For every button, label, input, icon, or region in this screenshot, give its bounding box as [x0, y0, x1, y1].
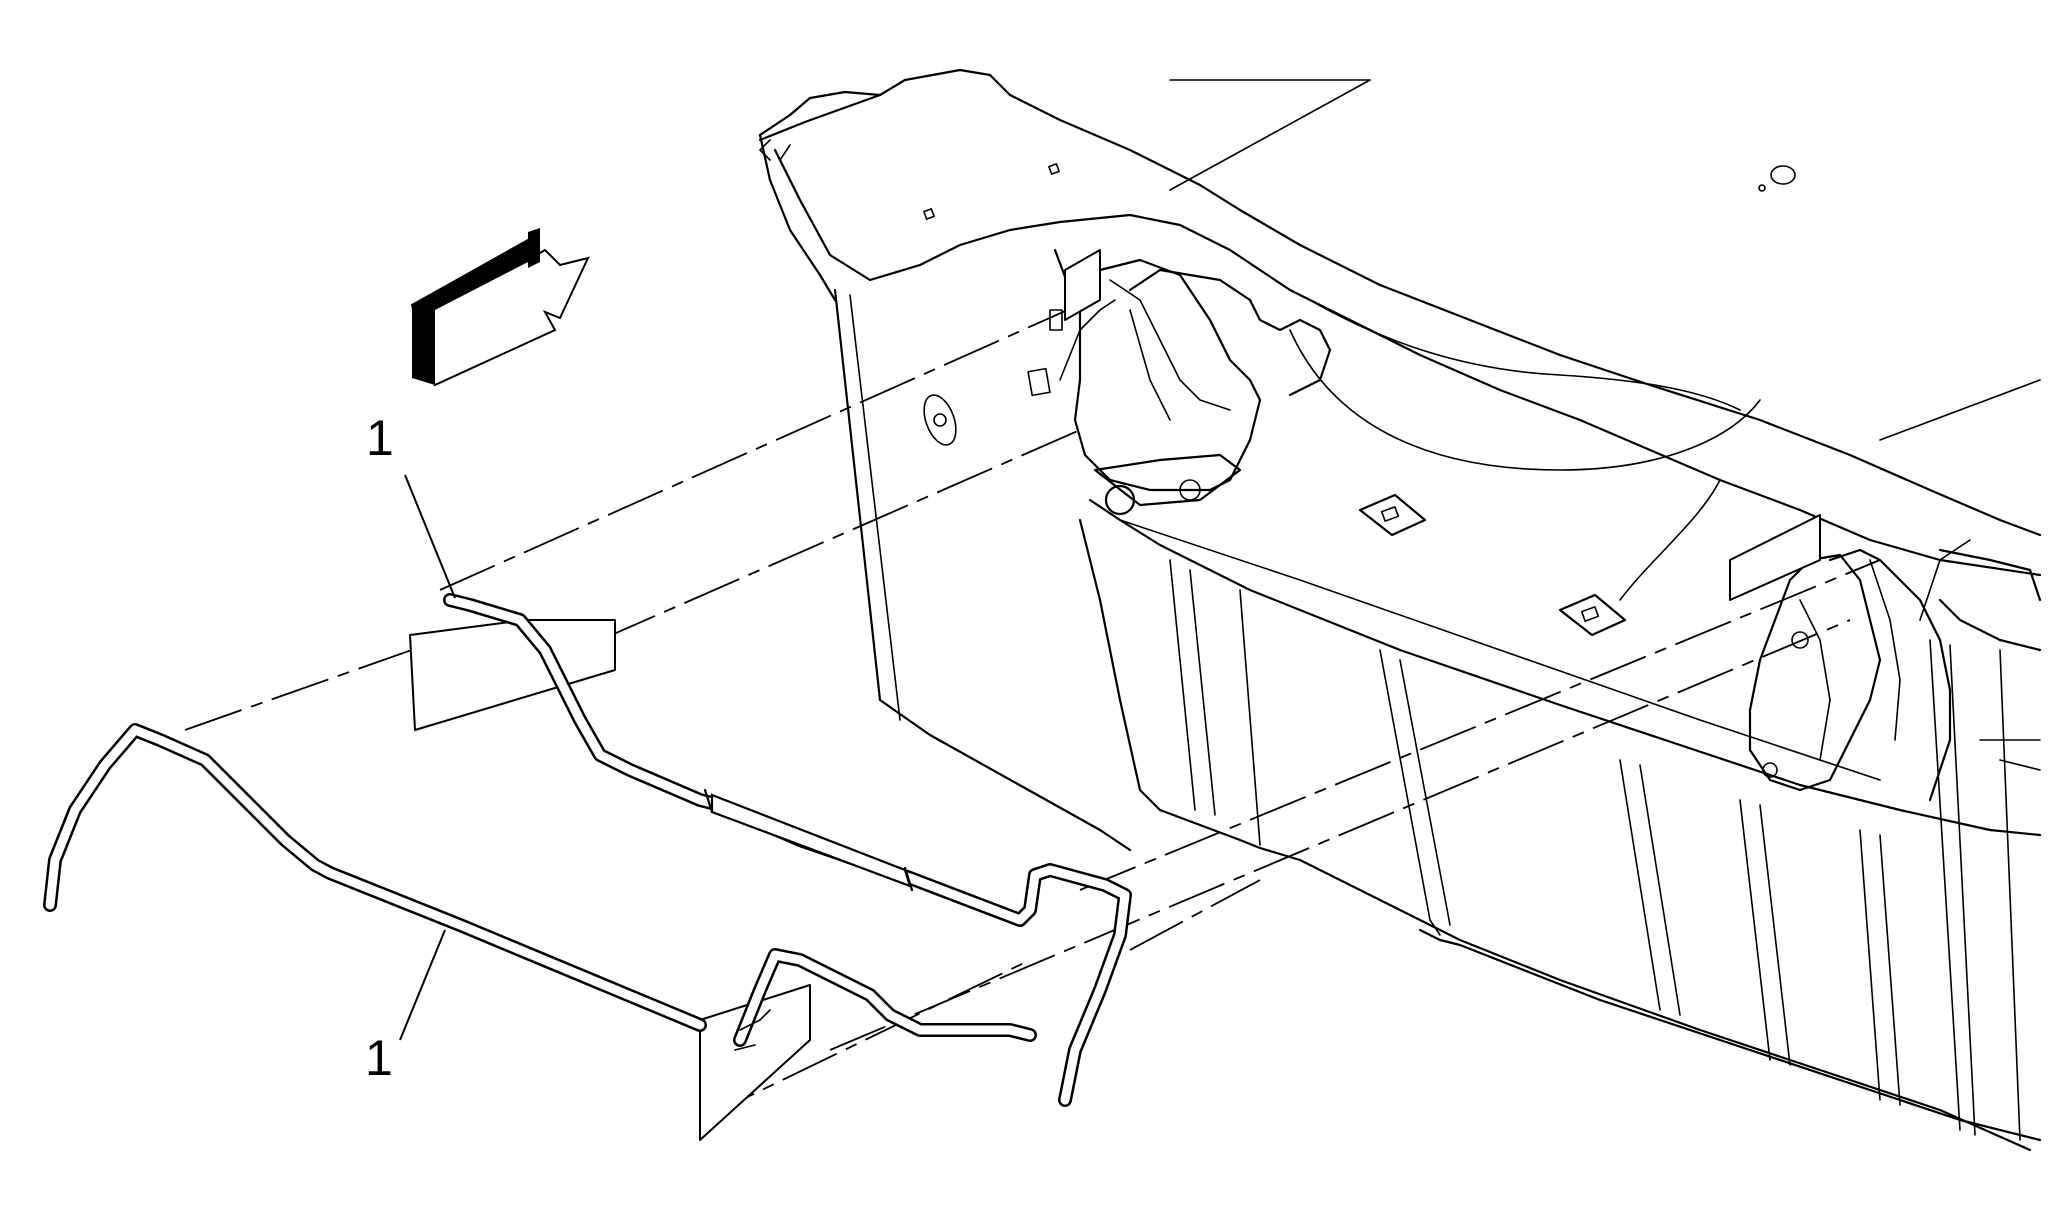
fuel-line-lower	[43, 723, 1037, 1051]
vehicle-underbody	[758, 68, 2042, 1152]
forward-arrow-icon	[410, 228, 590, 387]
alignment-lines	[184, 299, 1881, 1121]
callout-label: 1	[365, 1030, 393, 1086]
callout-label: 1	[366, 410, 394, 466]
callout-lower: 1	[365, 929, 446, 1086]
fuel-line-upper	[443, 593, 1132, 1107]
mounting-bracket-plates	[409, 249, 1821, 1141]
callout-upper: 1	[366, 410, 456, 599]
